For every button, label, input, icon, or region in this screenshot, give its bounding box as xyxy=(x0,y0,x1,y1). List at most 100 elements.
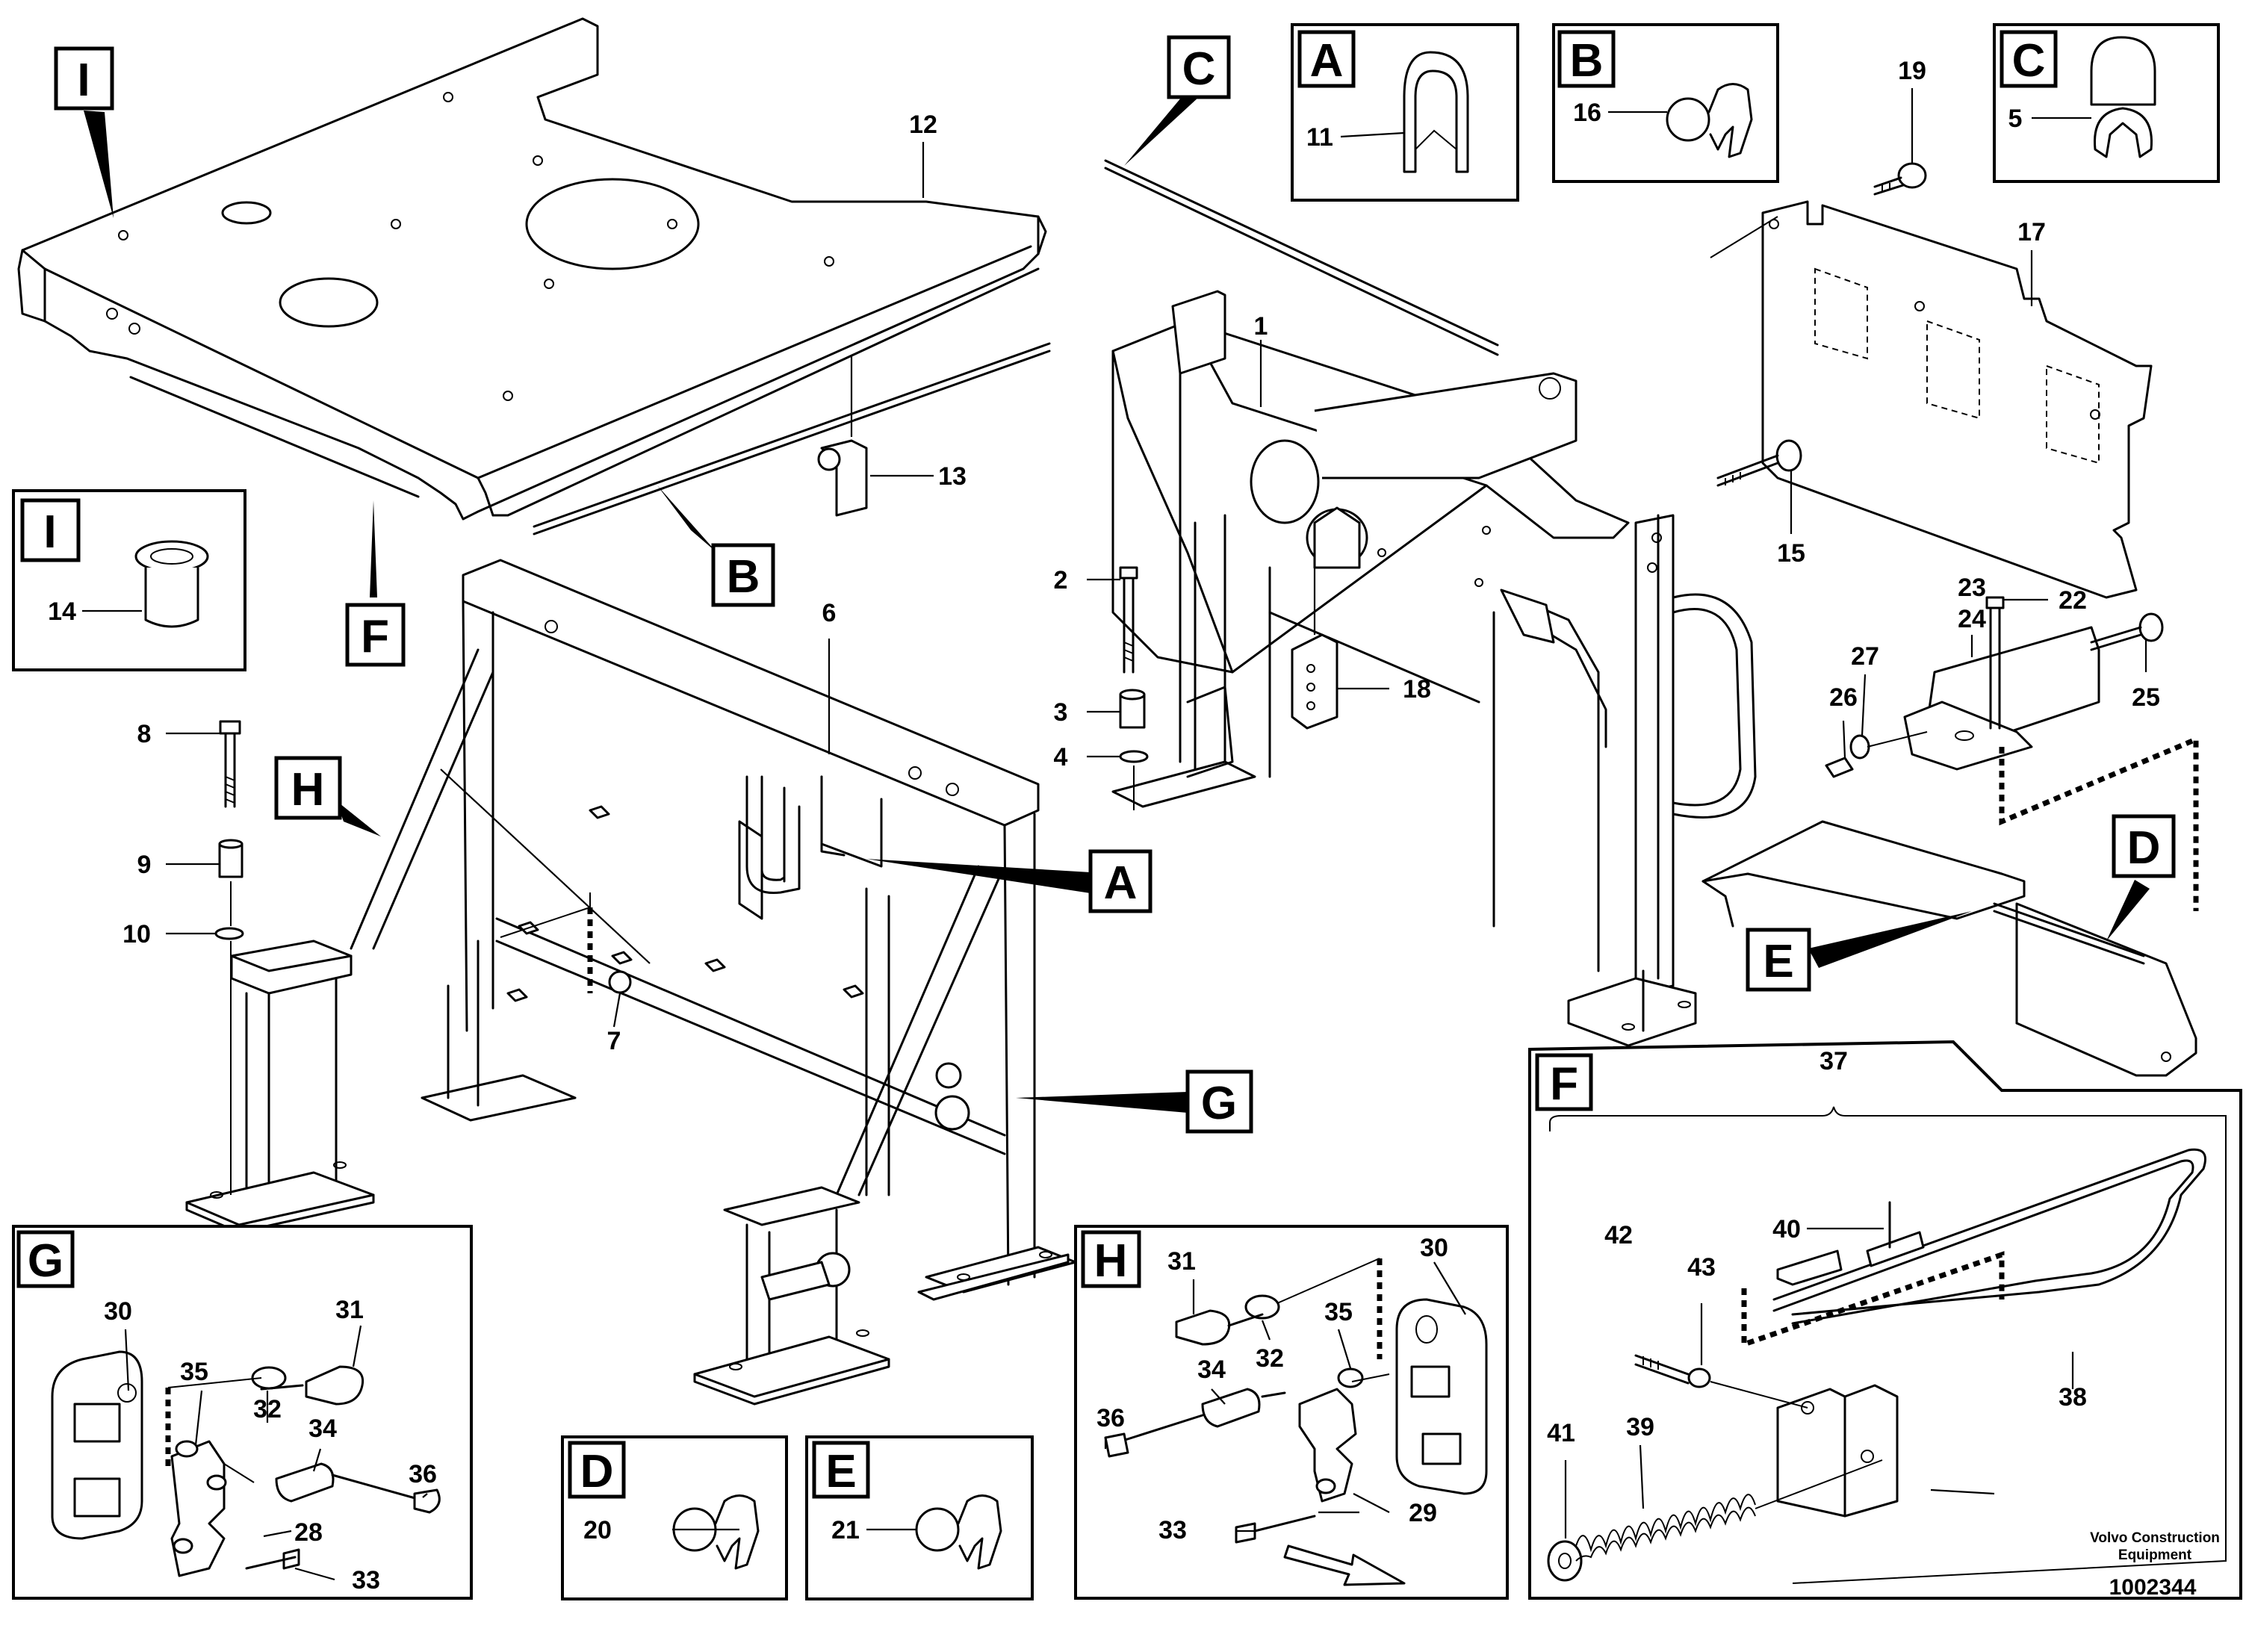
callout-9: 9 xyxy=(137,851,152,879)
edge-trim-11 xyxy=(1403,51,1469,173)
bolt-15 xyxy=(1716,439,1802,487)
callout-h31: 31 xyxy=(1167,1247,1196,1276)
view-letter-f-pointer: F xyxy=(361,611,389,662)
latch-rod-f xyxy=(1547,1148,2206,1582)
letter-box-b-pointer xyxy=(711,543,775,607)
latch-assembly-h xyxy=(1104,1258,1488,1544)
letter-box-i-detail xyxy=(20,498,81,562)
callout-6: 6 xyxy=(822,599,837,627)
callout-18: 18 xyxy=(1403,675,1431,704)
view-letter-b-pointer: B xyxy=(727,551,760,603)
callout-h32: 32 xyxy=(1256,1344,1284,1373)
callout-17: 17 xyxy=(2017,218,2046,246)
callout-h34: 34 xyxy=(1197,1356,1226,1384)
view-letter-a-detail: A xyxy=(1310,35,1344,87)
callout-25: 25 xyxy=(2132,683,2160,712)
latch-assembly-g xyxy=(51,1350,441,1577)
callout-g36: 36 xyxy=(409,1460,437,1488)
callout-11: 11 xyxy=(1306,123,1333,152)
letter-box-d-pointer xyxy=(2112,814,2176,878)
callout-h30: 30 xyxy=(1420,1234,1448,1262)
cover-plate-17 xyxy=(1710,200,2153,599)
view-letter-i-top: I xyxy=(77,55,90,106)
letter-box-e-detail xyxy=(812,1441,870,1499)
main-frame-1 xyxy=(1111,290,1697,1047)
credit-line-1: Volvo Construction xyxy=(2090,1530,2220,1546)
callout-5: 5 xyxy=(2008,105,2023,133)
letter-box-e-pointer xyxy=(1746,928,1811,992)
seat-plate-12 xyxy=(17,17,1047,521)
doc-number: 1002344 xyxy=(2109,1575,2197,1600)
callout-1: 1 xyxy=(1254,312,1268,341)
callout-29: 29 xyxy=(1409,1499,1437,1527)
direction-arrow xyxy=(1283,1544,1406,1586)
callout-16: 16 xyxy=(1573,99,1601,127)
letter-box-a-pointer xyxy=(1088,849,1153,913)
callout-g31: 31 xyxy=(335,1296,364,1324)
callout-10: 10 xyxy=(122,920,151,948)
bolt-19 xyxy=(1873,162,1927,196)
letter-box-h-detail xyxy=(1081,1230,1141,1288)
callout-g34: 34 xyxy=(308,1415,337,1443)
view-letter-f-detail: F xyxy=(1550,1058,1578,1110)
callout-h36: 36 xyxy=(1096,1404,1125,1432)
callout-43: 43 xyxy=(1687,1253,1716,1282)
callout-15: 15 xyxy=(1777,539,1805,568)
hose-clip-16 xyxy=(1666,83,1753,158)
callout-27: 27 xyxy=(1851,642,1879,671)
view-letter-g-detail: G xyxy=(28,1235,63,1287)
view-letter-c-pointer: C xyxy=(1182,43,1216,95)
leader-lines xyxy=(82,88,2147,1581)
view-letter-a-pointer: A xyxy=(1104,857,1138,909)
view-letter-d-detail: D xyxy=(580,1446,614,1497)
letter-box-d-detail xyxy=(568,1441,626,1499)
callout-g30: 30 xyxy=(104,1297,132,1326)
view-letter-i-detail: I xyxy=(43,506,56,558)
bushing-14 xyxy=(134,540,209,628)
letter-box-b-detail xyxy=(1557,30,1616,88)
letter-box-h-pointer xyxy=(274,756,342,820)
callout-3: 3 xyxy=(1054,698,1068,727)
callout-8: 8 xyxy=(137,720,152,748)
callout-14: 14 xyxy=(48,597,76,626)
callout-40: 40 xyxy=(1772,1215,1801,1243)
view-letter-d-pointer: D xyxy=(2127,822,2161,874)
view-pointers xyxy=(84,88,2150,1113)
callout-21: 21 xyxy=(831,1516,860,1544)
bracket-18 xyxy=(1291,633,1338,730)
callout-41: 41 xyxy=(1547,1419,1575,1447)
view-letter-e-detail: E xyxy=(825,1446,856,1497)
view-letter-b-detail: B xyxy=(1570,35,1604,87)
credit-line-2: Equipment xyxy=(2118,1547,2192,1563)
letter-box-g-detail xyxy=(16,1230,75,1288)
detail-box-f xyxy=(1528,1040,2242,1600)
bolt-2-stack xyxy=(1119,566,1149,810)
callout-2: 2 xyxy=(1054,566,1068,594)
bracket-23-24 xyxy=(1825,596,2164,778)
callout-20: 20 xyxy=(583,1516,612,1544)
view-letter-c-detail: C xyxy=(2012,35,2046,87)
callout-numbers: 1 2 3 4 5 6 7 8 9 10 11 12 13 14 15 16 1… xyxy=(48,57,2160,1594)
callout-h35: 35 xyxy=(1324,1298,1353,1326)
u-bolt xyxy=(745,775,801,895)
callout-37: 37 xyxy=(1820,1047,1848,1075)
letter-box-a-detail xyxy=(1297,30,1356,88)
callout-28: 28 xyxy=(294,1518,323,1547)
callout-g32: 32 xyxy=(253,1395,282,1423)
callout-22: 22 xyxy=(2059,586,2087,615)
letter-box-c-pointer xyxy=(1167,35,1231,99)
rod-b xyxy=(533,350,1051,535)
callout-26: 26 xyxy=(1829,683,1858,712)
hose-clip-21 xyxy=(915,1494,1002,1570)
rod-c xyxy=(1104,167,1499,356)
callout-4: 4 xyxy=(1054,743,1068,771)
letter-box-f-detail xyxy=(1535,1053,1593,1111)
edge-trim-5 xyxy=(2090,36,2156,158)
view-letter-h-pointer: H xyxy=(291,764,325,816)
view-letter-g-pointer: G xyxy=(1201,1078,1237,1129)
view-letter-h-detail: H xyxy=(1094,1235,1128,1287)
letter-box-c-detail xyxy=(2000,30,2058,88)
callout-g33: 33 xyxy=(352,1566,380,1594)
bracket-d-e xyxy=(1701,820,2197,1077)
callout-38: 38 xyxy=(2059,1383,2087,1412)
